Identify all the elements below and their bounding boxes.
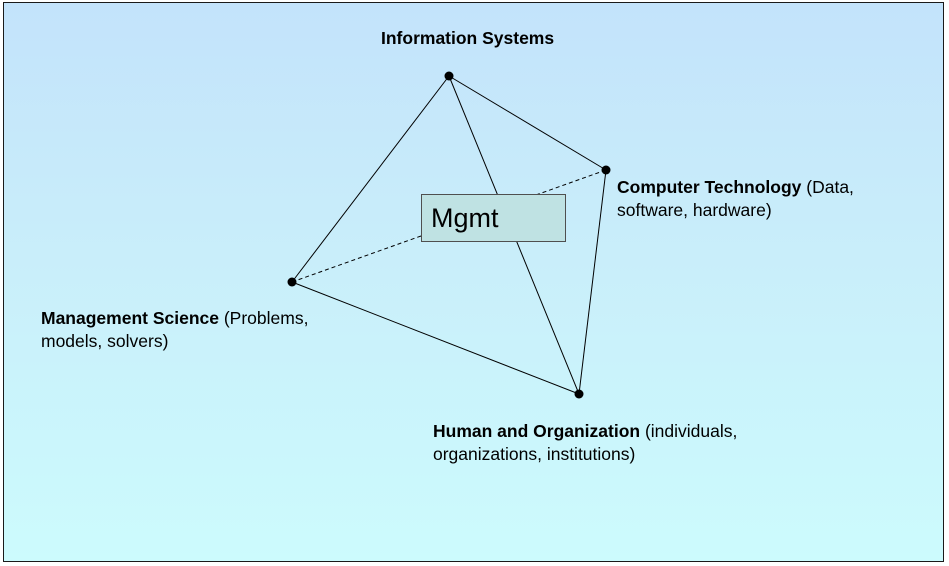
center-box-label: Mgmt <box>431 203 499 233</box>
label-computer-technology-detail-1: (Data, <box>801 177 854 197</box>
center-box-mgmt: Mgmt <box>421 194 566 242</box>
diagram-canvas: Mgmt Information Systems Computer Techno… <box>3 2 944 562</box>
label-human-organization: Human and Organization (individuals, org… <box>433 420 737 466</box>
edge-information-management <box>291 75 450 283</box>
vertex-management-science <box>287 277 297 287</box>
edge-computer-human <box>578 169 607 395</box>
label-management-science: Management Science (Problems, models, so… <box>41 307 308 353</box>
label-human-organization-detail-2: organizations, institutions) <box>433 444 636 464</box>
label-human-organization-detail-1: (individuals, <box>640 421 738 441</box>
label-computer-technology-detail-2: software, hardware) <box>617 200 772 220</box>
label-computer-technology-title: Computer Technology <box>617 177 802 197</box>
label-human-organization-title: Human and Organization <box>433 421 641 441</box>
label-management-science-title: Management Science <box>41 308 219 328</box>
vertex-computer-technology <box>601 165 611 175</box>
tetrahedron-edges <box>287 71 611 399</box>
label-information-systems: Information Systems <box>381 27 554 50</box>
edge-management-human <box>291 281 580 395</box>
label-management-science-detail-1: (Problems, <box>218 308 309 328</box>
edge-information-computer <box>448 75 607 171</box>
vertex-human-organization <box>574 389 584 399</box>
label-management-science-detail-2: models, solvers) <box>41 331 169 351</box>
label-computer-technology: Computer Technology (Data, software, har… <box>617 176 854 222</box>
label-information-systems-title: Information Systems <box>381 28 555 48</box>
vertex-information-systems <box>444 71 454 81</box>
